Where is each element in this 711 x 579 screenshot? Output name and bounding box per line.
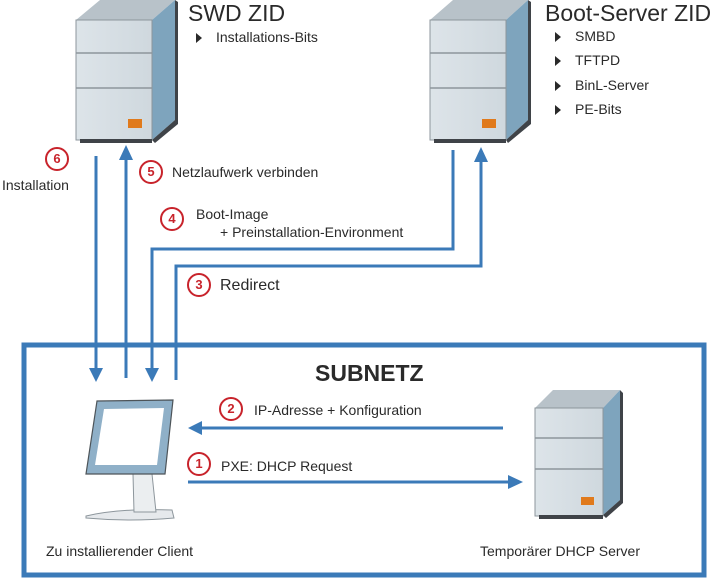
swd-server-title: SWD ZID <box>188 0 286 26</box>
boot-server-icon <box>429 0 531 143</box>
dhcp-server-icon <box>534 390 623 519</box>
led-icon <box>581 497 594 505</box>
boot-server-title: Boot-Server ZID <box>545 0 711 26</box>
swd-server-icon <box>75 0 178 143</box>
bullet-icon <box>555 81 561 91</box>
step-label-boot-image: Boot-Image <box>196 206 269 222</box>
step-label-installation: Installation <box>2 177 69 193</box>
step-label-redirect: Redirect <box>220 277 280 294</box>
step-label-ip-adresse: IP-Adresse + Konfiguration <box>254 402 422 418</box>
subnet-box <box>21 342 707 578</box>
subnet-title: SUBNETZ <box>315 360 424 386</box>
client-computer-icon <box>85 399 175 521</box>
dhcp-server-label: Temporärer DHCP Server <box>480 543 641 559</box>
arrowhead-down-icon <box>145 368 159 382</box>
led-icon <box>482 119 496 128</box>
boot-item: SMBD <box>555 28 615 44</box>
step-badge-6: 6 <box>45 147 69 171</box>
bullet-icon <box>196 33 202 43</box>
arrowhead-up-icon <box>474 147 488 162</box>
step-label-pxe: PXE: DHCP Request <box>221 458 353 474</box>
step-badge-3: 3 <box>187 273 211 297</box>
bullet-icon <box>555 56 561 66</box>
arrowhead-down-icon <box>89 368 103 382</box>
step-badge-2: 2 <box>219 397 243 421</box>
arrowhead-right-icon <box>508 475 523 489</box>
bullet-icon <box>555 32 561 42</box>
boot-item: BinL-Server <box>555 77 649 93</box>
boot-item: PE-Bits <box>555 101 622 117</box>
line-redirect <box>174 160 483 380</box>
step-badge-1: 1 <box>187 452 211 476</box>
step-badge-5: 5 <box>139 160 163 184</box>
client-label: Zu installierender Client <box>46 543 194 559</box>
led-icon <box>128 119 142 128</box>
line-boot-image <box>150 150 455 370</box>
step-badge-4: 4 <box>160 207 184 231</box>
bullet-icon <box>555 105 561 115</box>
arrowhead-left-icon <box>188 421 202 435</box>
boot-item: TFTPD <box>555 52 620 68</box>
step-label-preinstallation: + Preinstallation-Environment <box>220 224 404 240</box>
step-label-netzlaufwerk: Netzlaufwerk verbinden <box>172 164 319 180</box>
swd-item: Installations-Bits <box>196 29 318 45</box>
arrowhead-up-icon <box>119 145 133 160</box>
connection-lines <box>94 150 510 484</box>
